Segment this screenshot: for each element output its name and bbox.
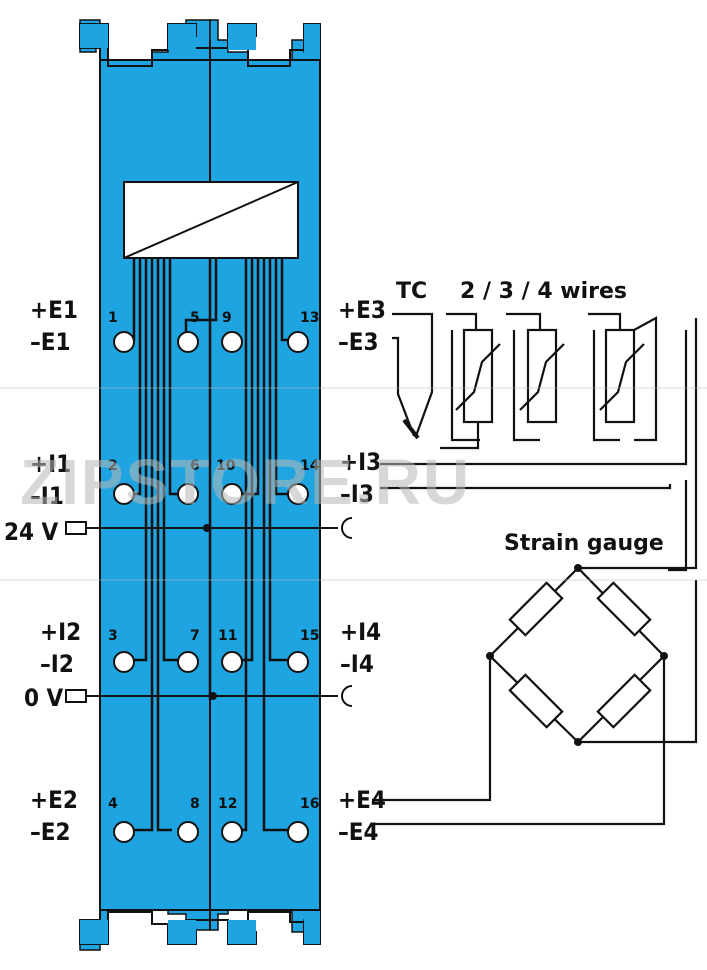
svg-text:3: 3 bbox=[108, 628, 118, 644]
svg-text:24 V: 24 V bbox=[4, 518, 59, 546]
svg-text:4: 4 bbox=[108, 796, 118, 812]
svg-text:–I3: –I3 bbox=[340, 480, 374, 508]
svg-text:13: 13 bbox=[300, 310, 319, 326]
svg-text:+E2: +E2 bbox=[30, 786, 78, 814]
terminal-points bbox=[113, 331, 309, 843]
svg-text:–I4: –I4 bbox=[340, 650, 374, 678]
svg-text:–I2: –I2 bbox=[40, 650, 74, 678]
ad-converter-block bbox=[123, 181, 299, 259]
svg-text:16: 16 bbox=[300, 796, 319, 812]
svg-text:ZIPSTORE.RU: ZIPSTORE.RU bbox=[20, 446, 471, 518]
svg-text:0 V: 0 V bbox=[24, 684, 64, 712]
svg-text:–E4: –E4 bbox=[338, 818, 379, 846]
right-labels: +E3 –E3 +I3 –I3 +I4 –I4 +E4 –E4 bbox=[338, 296, 386, 846]
svg-text:2 / 3 / 4 wires: 2 / 3 / 4 wires bbox=[460, 279, 627, 304]
svg-text:+I3: +I3 bbox=[340, 448, 381, 476]
svg-text:–I1: –I1 bbox=[30, 482, 64, 510]
svg-text:+I2: +I2 bbox=[40, 618, 81, 646]
bridge-nodes bbox=[486, 564, 668, 746]
svg-text:2: 2 bbox=[108, 458, 118, 474]
sensor-wiring bbox=[380, 312, 688, 572]
svg-text:7: 7 bbox=[190, 628, 200, 644]
svg-text:–E3: –E3 bbox=[338, 328, 379, 356]
svg-text:9: 9 bbox=[222, 310, 232, 326]
svg-text:12: 12 bbox=[218, 796, 237, 812]
svg-text:TC: TC bbox=[396, 279, 427, 304]
terminal-numbers: 1 5 9 13 2 6 10 14 3 7 11 15 4 8 12 16 bbox=[108, 310, 320, 812]
sensor-headers: TC 2 / 3 / 4 wires Strain gauge bbox=[396, 279, 664, 556]
svg-text:Strain gauge: Strain gauge bbox=[504, 531, 664, 556]
svg-text:+I4: +I4 bbox=[340, 618, 381, 646]
svg-text:5: 5 bbox=[190, 310, 200, 326]
left-labels: +E1 –E1 +I1 –I1 24 V +I2 –I2 0 V +E2 –E2 bbox=[4, 296, 81, 846]
svg-text:14: 14 bbox=[300, 458, 320, 474]
svg-text:8: 8 bbox=[190, 796, 200, 812]
svg-text:+E3: +E3 bbox=[338, 296, 386, 324]
svg-text:6: 6 bbox=[190, 458, 200, 474]
svg-text:+I1: +I1 bbox=[30, 450, 71, 478]
svg-text:11: 11 bbox=[218, 628, 237, 644]
svg-text:10: 10 bbox=[216, 458, 236, 474]
svg-text:1: 1 bbox=[108, 310, 118, 326]
watermark: ZIPSTORE.RU bbox=[0, 387, 707, 581]
svg-text:–E1: –E1 bbox=[30, 328, 71, 356]
svg-text:+E1: +E1 bbox=[30, 296, 78, 324]
svg-text:15: 15 bbox=[300, 628, 319, 644]
svg-text:–E2: –E2 bbox=[30, 818, 71, 846]
